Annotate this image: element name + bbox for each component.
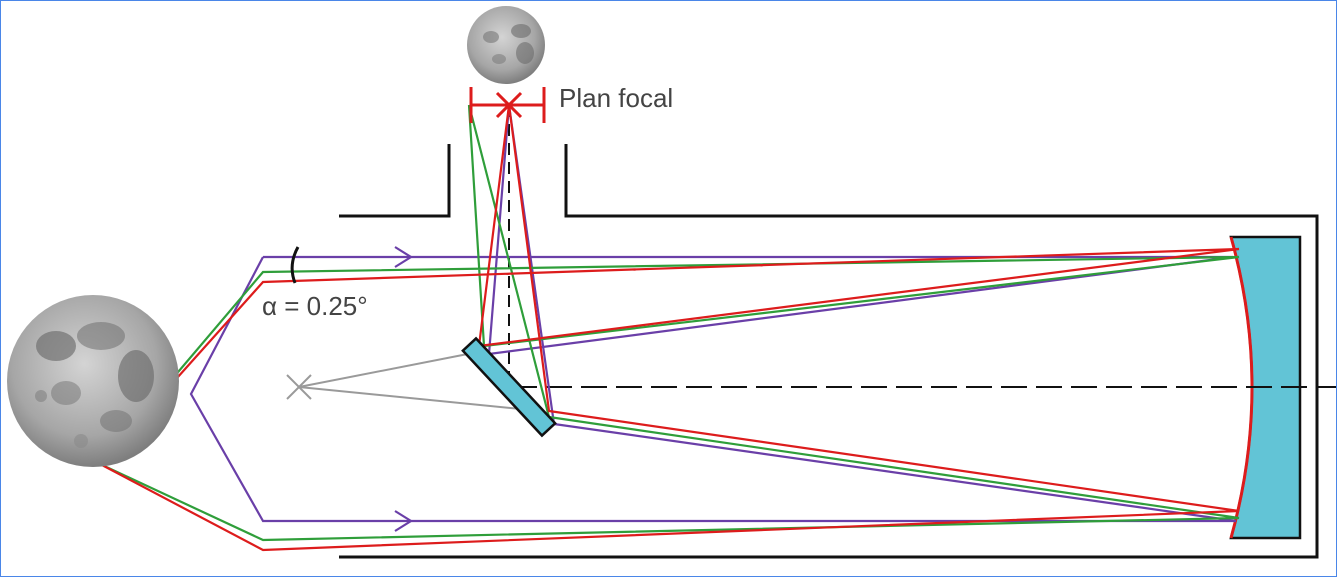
arrow-top-icon	[394, 246, 414, 268]
virtual-image-construction	[286, 350, 542, 412]
moon-image-icon	[467, 6, 545, 84]
rays-green	[99, 104, 1240, 542]
rays-purple	[189, 104, 1237, 532]
rays-red	[99, 104, 1240, 552]
tube-top-wall	[339, 144, 451, 218]
virtual-focus-cross-icon	[286, 374, 312, 400]
arrow-bottom-icon	[394, 510, 414, 532]
focal-point-cross-icon	[495, 91, 523, 119]
focuser-right-wall	[339, 144, 1319, 559]
angle-label: α = 0.25°	[262, 291, 368, 321]
telescope-tube	[339, 144, 1319, 559]
focal-plane-marker	[469, 87, 546, 123]
secondary-mirror	[461, 336, 557, 438]
moon-object-icon	[7, 295, 179, 467]
angle-arc	[290, 246, 300, 284]
focal-plane-label: Plan focal	[559, 83, 674, 113]
